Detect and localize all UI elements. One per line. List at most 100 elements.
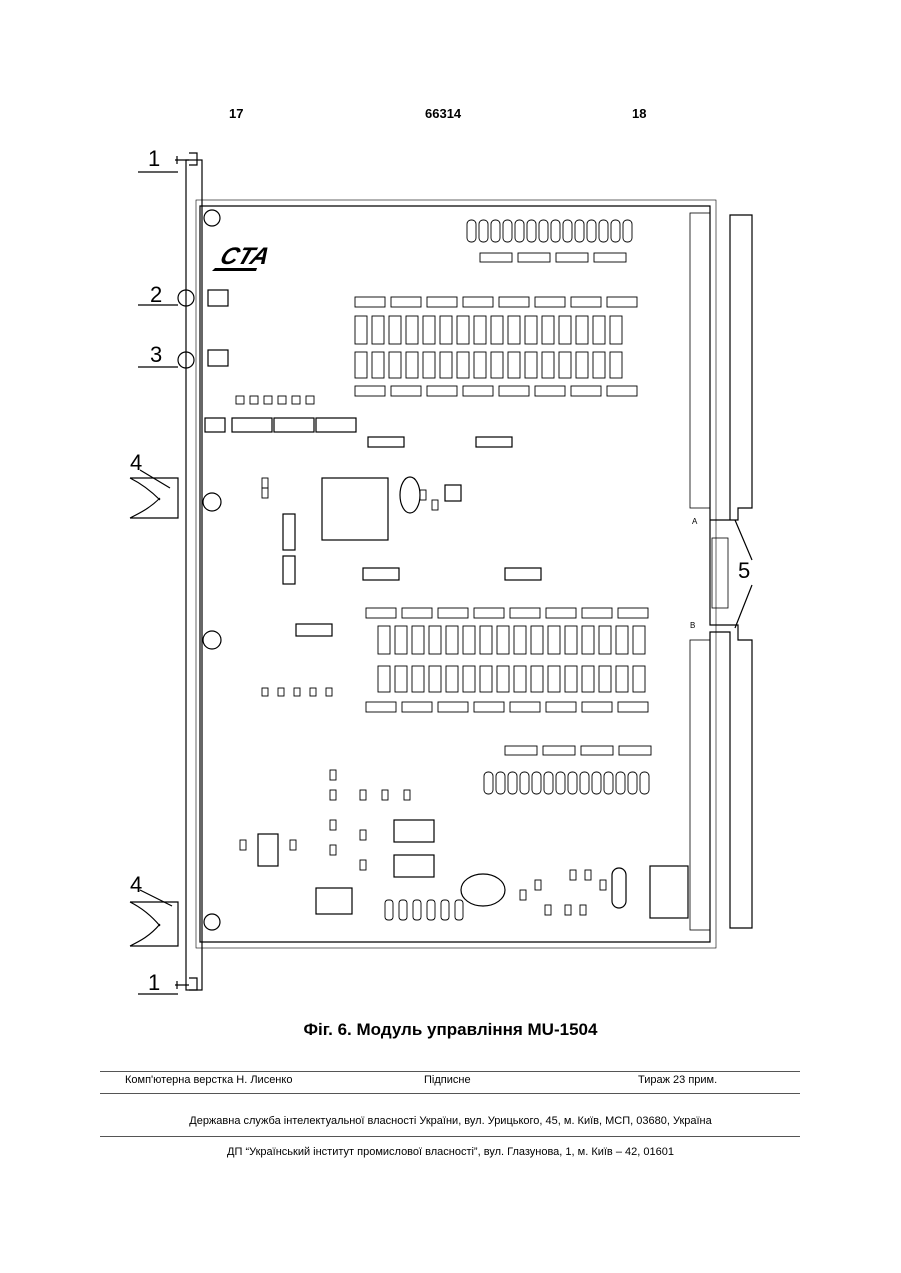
office-address: Державна служба інтелектуальної власност…: [0, 1115, 901, 1127]
relay: [497, 626, 509, 654]
resistor: [262, 688, 268, 696]
relay: [463, 626, 475, 654]
callout-1-bottom: 1: [148, 970, 160, 995]
relay: [616, 626, 628, 654]
typesetting-credit: Комп'ютерна верстка Н. Лисенко: [125, 1074, 292, 1086]
side-label-a: A: [692, 517, 698, 526]
relay: [610, 316, 622, 344]
component: [600, 880, 606, 890]
rule-middle: [100, 1093, 800, 1094]
diode: [604, 772, 613, 794]
diode: [532, 772, 541, 794]
side-label-b: B: [690, 621, 695, 630]
relay: [406, 316, 418, 344]
callout-4-lower: 4: [130, 872, 142, 897]
callout-4-upper: 4: [130, 450, 142, 475]
relay: [446, 626, 458, 654]
relay: [372, 316, 384, 344]
diode: [484, 772, 493, 794]
ic-chip: [480, 253, 512, 262]
relay: [559, 352, 571, 378]
diode: [496, 772, 505, 794]
component: [330, 790, 336, 800]
diode: [640, 772, 649, 794]
component: [360, 860, 366, 870]
diode: [491, 220, 500, 242]
diode: [592, 772, 601, 794]
ic-chip: [438, 702, 468, 712]
relay: [565, 626, 577, 654]
relay: [395, 626, 407, 654]
relay: [497, 666, 509, 692]
component: [330, 845, 336, 855]
resistor: [306, 396, 314, 404]
diode: [616, 772, 625, 794]
ic-chip: [607, 297, 637, 307]
component: [545, 905, 551, 915]
ic-chip: [535, 386, 565, 396]
ic-chip: [391, 386, 421, 396]
component: [262, 478, 268, 488]
relay: [491, 352, 503, 378]
relay: [440, 316, 452, 344]
component: [535, 880, 541, 890]
relay: [429, 626, 441, 654]
ic-chip: [402, 702, 432, 712]
component: [360, 790, 366, 800]
component: [570, 870, 576, 880]
component: [432, 500, 438, 510]
diode: [568, 772, 577, 794]
ic-chip: [571, 386, 601, 396]
logo-text: CTA: [216, 244, 273, 270]
resistor: [294, 688, 300, 696]
ic-chip: [366, 702, 396, 712]
handle-lower: [130, 902, 178, 946]
relay: [582, 666, 594, 692]
relay: [395, 666, 407, 692]
diode: [628, 772, 637, 794]
ic-chip: [355, 386, 385, 396]
diode: [508, 772, 517, 794]
callout-1-top: 1: [148, 146, 160, 171]
cta-logo: CTA: [212, 244, 273, 271]
ic-chip: [510, 608, 540, 618]
relay: [474, 352, 486, 378]
relay: [508, 352, 520, 378]
component: [565, 905, 571, 915]
ic-chip: [474, 702, 504, 712]
callout-2: 2: [150, 282, 162, 307]
relay: [542, 352, 554, 378]
ic-chip: [505, 746, 537, 755]
relay: [423, 352, 435, 378]
relay: [531, 626, 543, 654]
relay: [355, 352, 367, 378]
relay: [463, 666, 475, 692]
capacitor: [385, 900, 393, 920]
relay: [457, 316, 469, 344]
resistor: [236, 396, 244, 404]
resistor: [292, 396, 300, 404]
ic-chip: [402, 608, 432, 618]
relay: [514, 666, 526, 692]
relay: [412, 666, 424, 692]
component: [420, 490, 426, 500]
ic-chip: [499, 297, 529, 307]
relay: [525, 316, 537, 344]
rule-top: [100, 1071, 800, 1072]
resistor: [250, 396, 258, 404]
relay: [633, 666, 645, 692]
relay: [633, 626, 645, 654]
ic-chip: [427, 386, 457, 396]
relay: [389, 352, 401, 378]
ic-chip: [543, 746, 575, 755]
relay: [599, 666, 611, 692]
relay: [542, 316, 554, 344]
ic-chip: [546, 608, 576, 618]
component: [404, 790, 410, 800]
capacitor: [455, 900, 463, 920]
component: [330, 770, 336, 780]
diode: [580, 772, 589, 794]
relay: [616, 666, 628, 692]
relay: [423, 316, 435, 344]
cpu-chip: [322, 478, 388, 540]
